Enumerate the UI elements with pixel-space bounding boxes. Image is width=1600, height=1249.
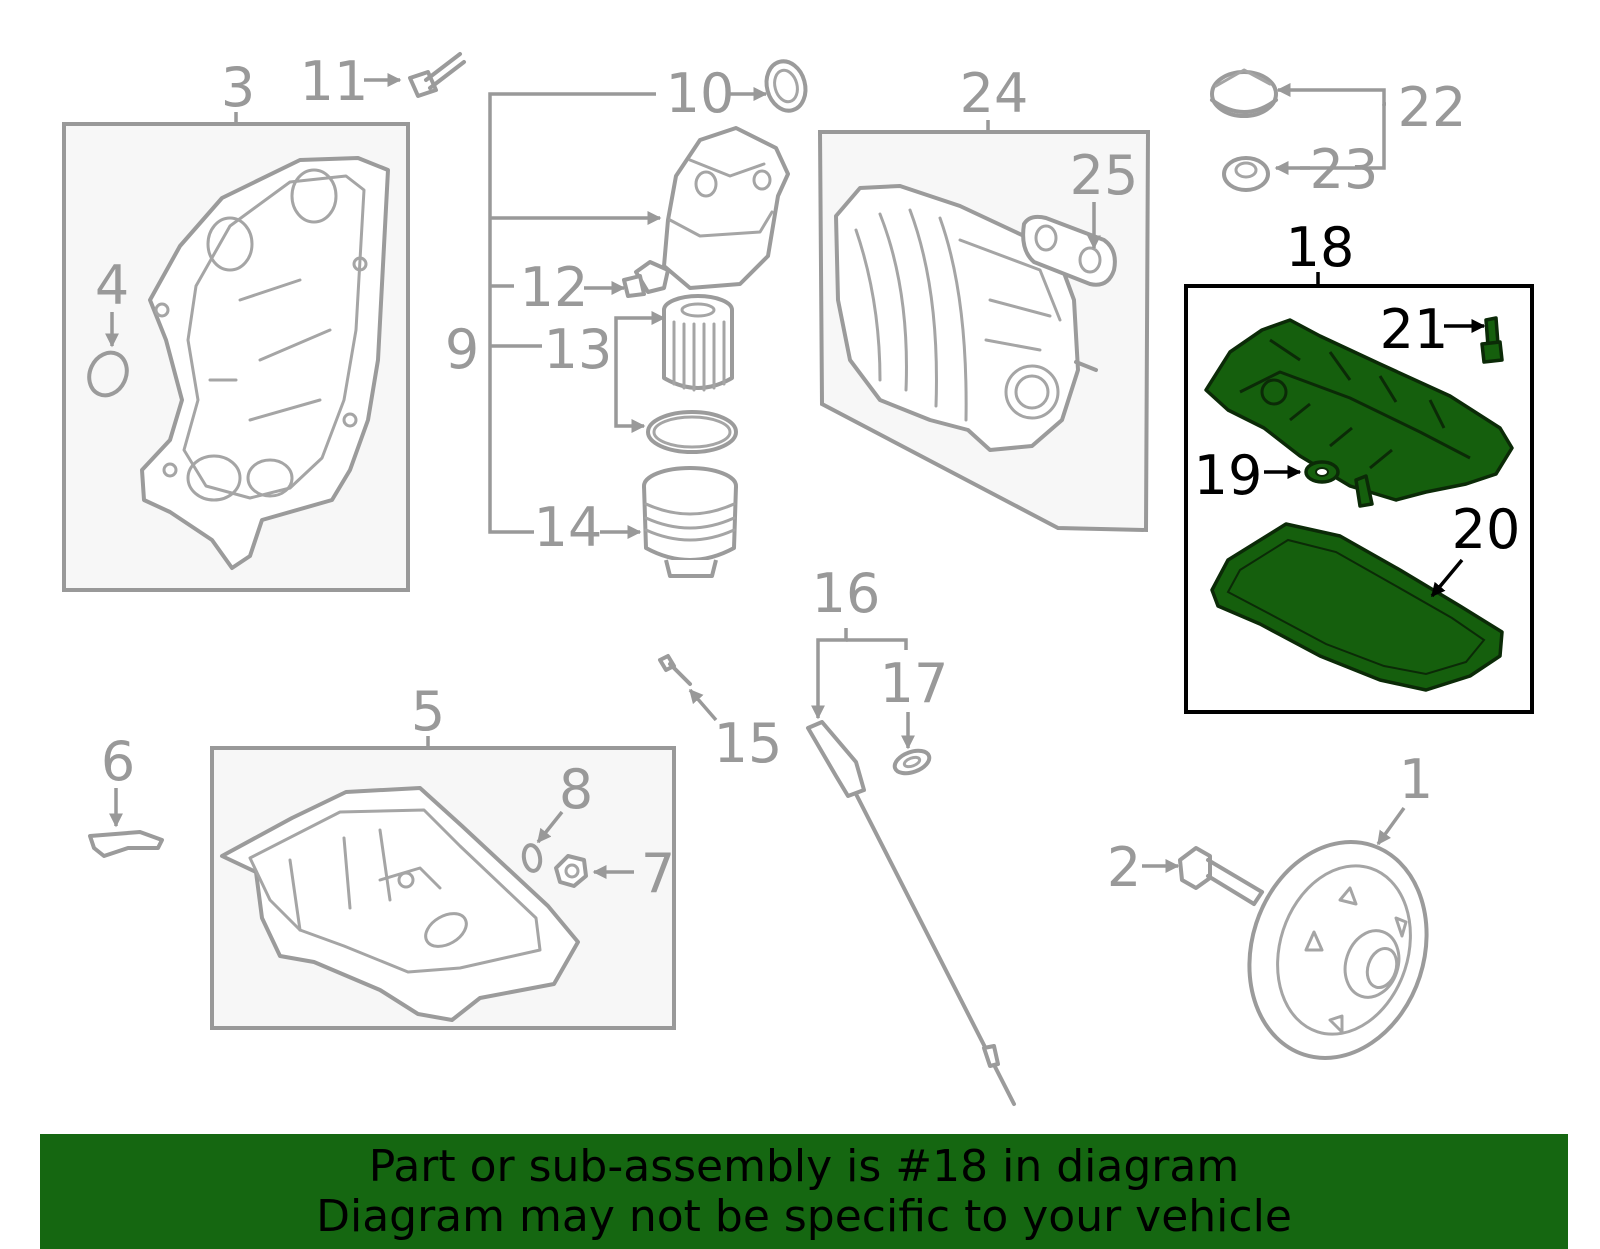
oil-cap-seal-part-23[interactable] xyxy=(1222,156,1270,192)
callout-7: 7 xyxy=(641,842,675,905)
callout-12: 12 xyxy=(520,256,589,319)
filter-cap-part-14[interactable] xyxy=(642,466,738,578)
callout-8: 8 xyxy=(559,758,593,821)
callout-10: 10 xyxy=(666,62,735,125)
callout-4: 4 xyxy=(95,254,129,317)
oil-cap-part-22[interactable] xyxy=(1210,68,1278,118)
oil-filter-housing-part[interactable] xyxy=(662,126,790,290)
oil-pan-group[interactable] xyxy=(210,736,676,1030)
filter-element-part-13[interactable] xyxy=(662,294,734,392)
oil-filter-bracket-9 xyxy=(488,92,662,534)
callout-25: 25 xyxy=(1070,144,1139,207)
filter-o-ring[interactable] xyxy=(646,410,738,454)
intake-manifold-group[interactable] xyxy=(817,120,1151,533)
timing-cover-group[interactable] xyxy=(62,112,410,592)
seal-part-10[interactable] xyxy=(761,57,811,115)
callout-13: 13 xyxy=(544,318,613,381)
callout-9: 9 xyxy=(445,318,479,381)
bolt-part-21[interactable] xyxy=(1480,316,1504,364)
callout-19: 19 xyxy=(1194,444,1263,507)
callout-21: 21 xyxy=(1380,298,1449,361)
dipstick-part-16[interactable] xyxy=(806,720,1016,1106)
callout-15: 15 xyxy=(714,712,783,775)
intake-manifold-part[interactable] xyxy=(834,184,1098,452)
sensor-part-12[interactable] xyxy=(622,260,670,298)
callout-3: 3 xyxy=(221,56,255,119)
callout-14: 14 xyxy=(534,496,603,559)
callout-2: 2 xyxy=(1107,836,1141,899)
valve-cover-assembly-18[interactable] xyxy=(1184,272,1534,714)
drain-plug-part-7[interactable] xyxy=(554,854,588,888)
callout-6: 6 xyxy=(101,730,135,793)
banner-line-1: Part or sub-assembly is #18 in diagram xyxy=(368,1141,1240,1192)
seal-part-17[interactable] xyxy=(892,746,933,777)
pulley-bolt-part-2[interactable] xyxy=(1178,846,1264,906)
callout-16: 16 xyxy=(812,562,881,625)
timing-cover-part[interactable] xyxy=(140,156,390,570)
o-ring-part-4[interactable] xyxy=(82,346,133,401)
callout-24: 24 xyxy=(960,62,1029,125)
bolt-part-11[interactable] xyxy=(408,52,466,98)
valve-cover-part[interactable] xyxy=(1204,318,1514,508)
callout-18: 18 xyxy=(1286,216,1355,279)
callout-20: 20 xyxy=(1452,498,1521,561)
crankshaft-pulley-part-1[interactable] xyxy=(1222,819,1454,1081)
bracket-part-6[interactable] xyxy=(88,830,164,858)
notice-banner: Part or sub-assembly is #18 in diagram D… xyxy=(40,1134,1568,1249)
callout-11: 11 xyxy=(300,50,369,113)
bolt-part-15[interactable] xyxy=(658,654,692,686)
callout-1: 1 xyxy=(1399,748,1433,811)
callout-17: 17 xyxy=(880,652,949,715)
o-ring-part-8[interactable] xyxy=(521,843,543,873)
callout-5: 5 xyxy=(411,680,445,743)
gasket-part-20[interactable] xyxy=(1210,522,1504,692)
banner-line-2: Diagram may not be specific to your vehi… xyxy=(316,1191,1292,1242)
oil-pan-part[interactable] xyxy=(220,786,580,1022)
callout-22: 22 xyxy=(1398,76,1467,139)
